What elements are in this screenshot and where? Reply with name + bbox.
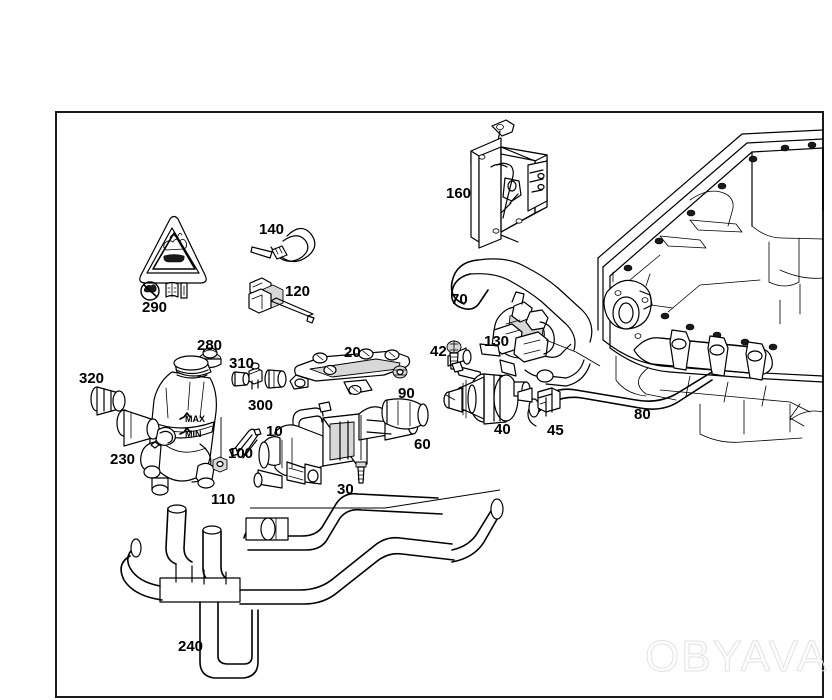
part-30-bolt	[355, 415, 367, 484]
callout-230: 230	[110, 451, 136, 468]
callout-130: 130	[484, 333, 510, 350]
part-240-heater-hose-assembly	[120, 489, 504, 679]
leader-lines	[445, 339, 601, 401]
callout-100: 100	[228, 445, 254, 462]
part-300-sleeve	[264, 369, 287, 389]
callout-70: 70	[451, 291, 468, 308]
callout-310: 310	[229, 355, 255, 372]
callout-320: 320	[79, 370, 105, 387]
engine-fuel-rail	[633, 329, 811, 413]
callout-120: 120	[285, 283, 311, 300]
engine-water-pump	[603, 271, 674, 339]
callout-42: 42	[430, 343, 447, 360]
callout-20: 20	[344, 344, 361, 361]
callout-60: 60	[414, 436, 431, 453]
part-40-auxiliary-water-pump	[443, 361, 533, 425]
diagram-frame	[55, 111, 824, 698]
part-320-hose-connector	[90, 386, 126, 416]
engine-block-assembly	[597, 129, 824, 443]
part-230-hose-with-clamp	[116, 409, 176, 449]
part-100-spring-clip	[229, 428, 262, 459]
part-140-cable-tie	[250, 227, 316, 263]
part-110-nut	[212, 417, 228, 473]
callout-280: 280	[197, 337, 223, 354]
callout-160: 160	[446, 185, 472, 202]
part-20-mounting-rail	[289, 348, 411, 396]
svg-text:MAX: MAX	[185, 414, 205, 424]
callout-90: 90	[398, 385, 415, 402]
callout-140: 140	[259, 221, 285, 238]
part-60-coolant-hose	[381, 398, 429, 430]
callout-110: 110	[211, 491, 236, 508]
svg-text:MIN: MIN	[185, 429, 202, 439]
part-290-warning-label	[139, 215, 207, 301]
expansion-tank: MAX MIN	[140, 355, 217, 496]
callout-40: 40	[494, 421, 511, 438]
callout-30: 30	[337, 481, 354, 498]
injector-clamps	[669, 329, 767, 381]
part-70-upper-hose	[450, 258, 593, 387]
part-160-mounting-bracket	[470, 119, 548, 249]
callout-290: 290	[142, 299, 168, 316]
callout-300: 300	[248, 397, 274, 414]
part-310-sensor-plug	[248, 362, 263, 390]
callout-45: 45	[547, 422, 564, 439]
part-sleeve-left-small	[231, 371, 250, 387]
callout-10: 10	[266, 423, 283, 440]
part-90-washer	[392, 365, 408, 379]
watermark-obyava: OBYAVA	[644, 632, 829, 682]
part-45-bracket-clip	[537, 387, 561, 417]
part-120-retaining-clip	[248, 277, 315, 324]
tank-level-markings: MAX MIN	[179, 412, 205, 439]
callout-240: 240	[178, 638, 204, 655]
callout-80: 80	[634, 406, 651, 423]
